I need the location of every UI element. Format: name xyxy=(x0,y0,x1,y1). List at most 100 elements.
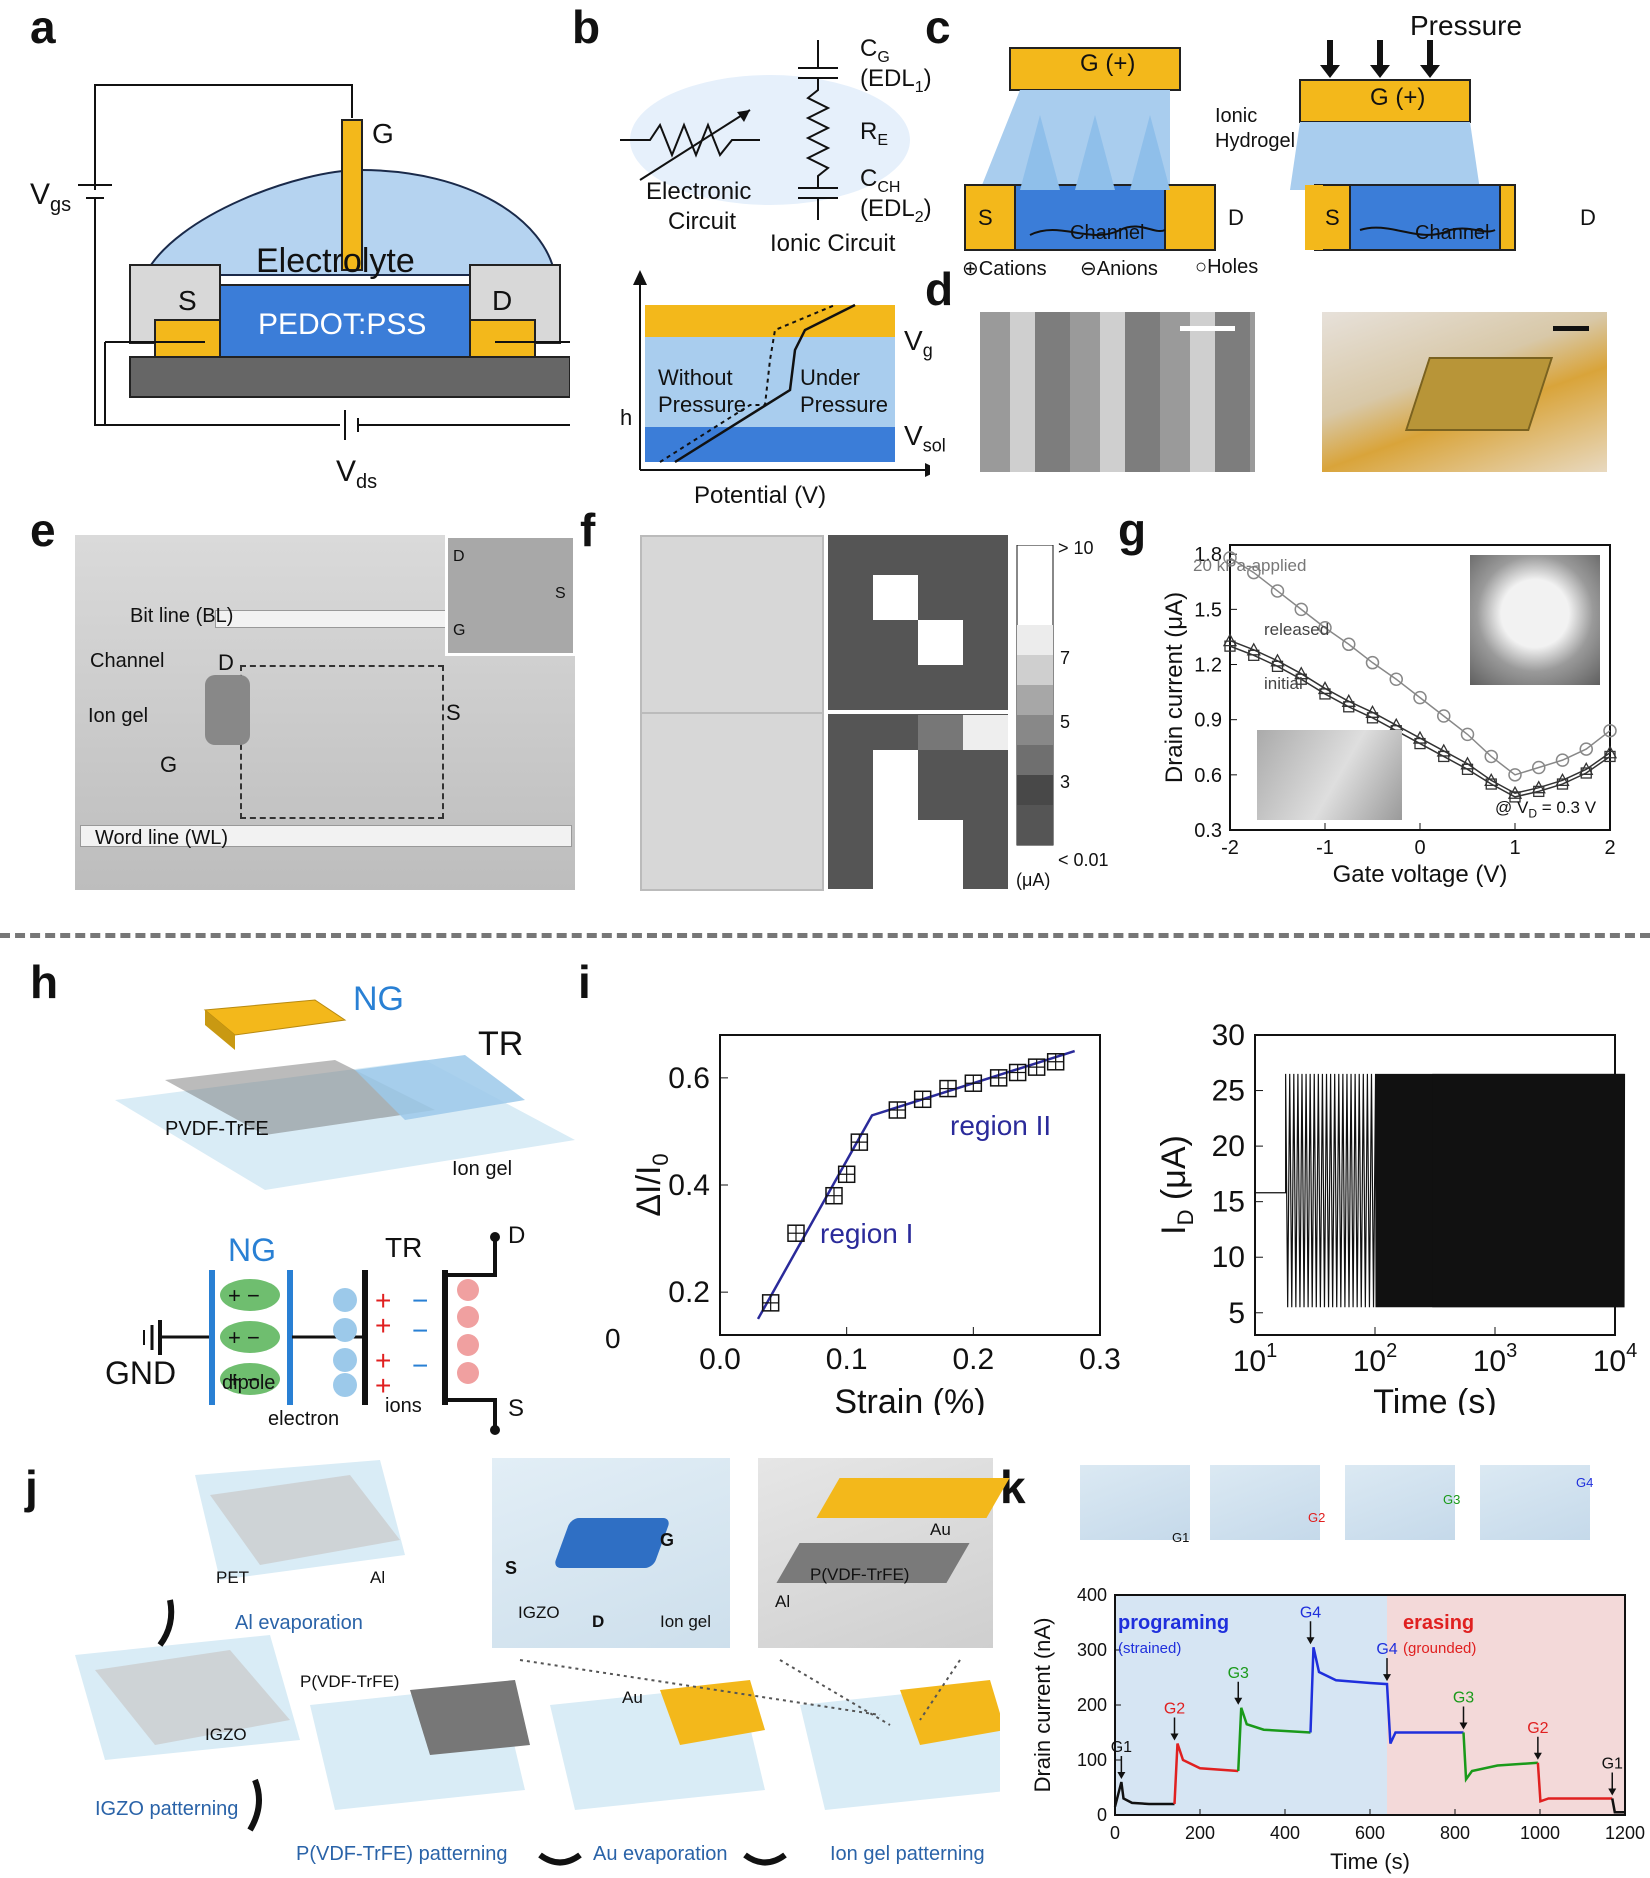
y-tick-label: 100 xyxy=(1077,1750,1107,1770)
g-legend-released: released xyxy=(1264,620,1330,639)
e-word-line: Word line (WL) xyxy=(95,827,228,849)
data-point xyxy=(1294,602,1308,617)
event-arrowhead xyxy=(1306,1637,1315,1645)
panel-e-rendering xyxy=(75,535,576,890)
data-point xyxy=(1437,709,1451,723)
y-tick-label: 0.4 xyxy=(668,1169,710,1202)
x-tick-label: 400 xyxy=(1270,1823,1300,1843)
gate-electrode xyxy=(341,119,363,271)
x-tick-label: 0.3 xyxy=(1079,1343,1121,1376)
h-ng-top: NG xyxy=(353,980,404,1018)
e-source: S xyxy=(446,700,461,725)
event-arrowhead xyxy=(1234,1697,1243,1705)
panel-label-d: d xyxy=(925,263,954,315)
y-axis-rest: (μA) xyxy=(1155,1135,1193,1209)
y-tick-label: 300 xyxy=(1077,1640,1107,1660)
h-drain: D xyxy=(508,1222,526,1249)
event-arrowhead xyxy=(1608,1788,1617,1796)
y-tick-label: 5 xyxy=(1228,1297,1245,1330)
event-label: G3 xyxy=(1228,1665,1249,1682)
panel-label-h: h xyxy=(30,956,59,1008)
panel-label-c: c xyxy=(925,1,951,53)
cb-tick-10: > 10 xyxy=(1058,538,1094,558)
c-legend-holes: ○Holes xyxy=(1195,256,1259,278)
y-tick-label: 400 xyxy=(1077,1585,1107,1605)
panel-h-device xyxy=(115,999,575,1190)
data-point xyxy=(1484,772,1499,787)
data-point xyxy=(1555,772,1570,787)
x-tick-exp: 1 xyxy=(1266,1340,1277,1362)
svg-text:+ −: + − xyxy=(228,1367,260,1392)
c-gate-right: G (+) xyxy=(1370,84,1426,111)
h-electron: electron xyxy=(268,1408,340,1430)
y-tick-label: 200 xyxy=(1077,1695,1107,1715)
gate-label: G xyxy=(372,118,394,149)
x-tick-label: 1 xyxy=(1509,837,1520,859)
k-top-g4: G4 xyxy=(1576,1475,1594,1490)
x-axis-label: Gate voltage (V) xyxy=(1333,861,1508,888)
data-point xyxy=(1271,660,1284,673)
data-point xyxy=(1555,753,1570,767)
k-top-g3: G3 xyxy=(1443,1492,1461,1507)
data-point xyxy=(1342,637,1356,652)
x-axis-label: Strain (%) xyxy=(834,1383,985,1415)
svg-text:+ −: + − xyxy=(228,1325,260,1350)
k-device-g2 xyxy=(1210,1465,1320,1540)
x-tick-label: 103 xyxy=(1473,1340,1518,1378)
k-top-g2: G2 xyxy=(1308,1510,1326,1525)
y-tick-label: 20 xyxy=(1212,1130,1245,1163)
data-point xyxy=(1509,791,1521,803)
j-al: Al xyxy=(370,1568,386,1587)
panel-j-process xyxy=(75,1460,1000,1866)
x-tick-label: 0.2 xyxy=(952,1343,994,1376)
svg-text:−: − xyxy=(412,1350,428,1381)
j-zoom-iongel: Ion gel xyxy=(660,1612,712,1631)
c-ionic-1: Ionic xyxy=(1215,105,1258,127)
data-point xyxy=(1484,749,1498,764)
series-line-1 xyxy=(1173,1743,1239,1805)
word-line xyxy=(80,825,572,847)
data-point xyxy=(1223,551,1237,565)
under-pressure-1: Under xyxy=(800,365,860,390)
data-point xyxy=(1248,649,1260,661)
j-pet: PET xyxy=(216,1568,250,1587)
j-au: Au xyxy=(622,1688,643,1707)
y-axis-label: Drain current (μA) xyxy=(1161,592,1188,783)
y-tick-label: 0.2 xyxy=(668,1276,710,1309)
panel-label-a: a xyxy=(30,1,56,53)
ionic-circuit-label: Ionic Circuit xyxy=(770,230,896,257)
sem-pyramid-image xyxy=(980,312,1255,472)
y-tick-label: 30 xyxy=(1212,1019,1245,1052)
data-point xyxy=(1580,767,1592,779)
svg-text:+: + xyxy=(375,1345,391,1376)
y-tick-label: 0.9 xyxy=(1194,710,1222,732)
c-legend-cations: ⊕Cations xyxy=(962,258,1047,280)
event-arrowhead xyxy=(1117,1772,1126,1779)
e-drain: D xyxy=(218,650,234,675)
c-source-right: S xyxy=(1325,205,1340,230)
vgs-label: Vgs xyxy=(30,178,72,216)
cb-tick-7: 7 xyxy=(1060,648,1071,668)
j-zoom-al: Al xyxy=(775,1592,791,1611)
j-zoom-pvdf: P(VDF-TrFE) xyxy=(810,1565,910,1584)
source-label: S xyxy=(178,285,197,316)
event-label: G4 xyxy=(1376,1641,1397,1658)
data-point xyxy=(1533,785,1545,798)
panel-b-circuit xyxy=(620,40,930,477)
series-line-4 xyxy=(1462,1732,1538,1783)
y-tick-label: 25 xyxy=(1212,1075,1245,1108)
apple-photo xyxy=(1470,555,1600,685)
j-pvdf: P(VDF-TrFE) xyxy=(300,1672,400,1691)
y-tick-label: 0.6 xyxy=(668,1062,710,1095)
sem-inset xyxy=(445,535,576,656)
y-tick-label: 1.2 xyxy=(1194,655,1222,677)
c-channel-left: Channel xyxy=(1070,222,1145,244)
e-inset-s: S xyxy=(555,585,566,602)
event-arrowhead xyxy=(1533,1752,1542,1760)
event-label: G2 xyxy=(1527,1720,1548,1737)
data-point xyxy=(1579,761,1594,775)
erasing-region xyxy=(1387,1595,1625,1815)
y-axis-label: ΔI/I0 xyxy=(630,1153,673,1216)
